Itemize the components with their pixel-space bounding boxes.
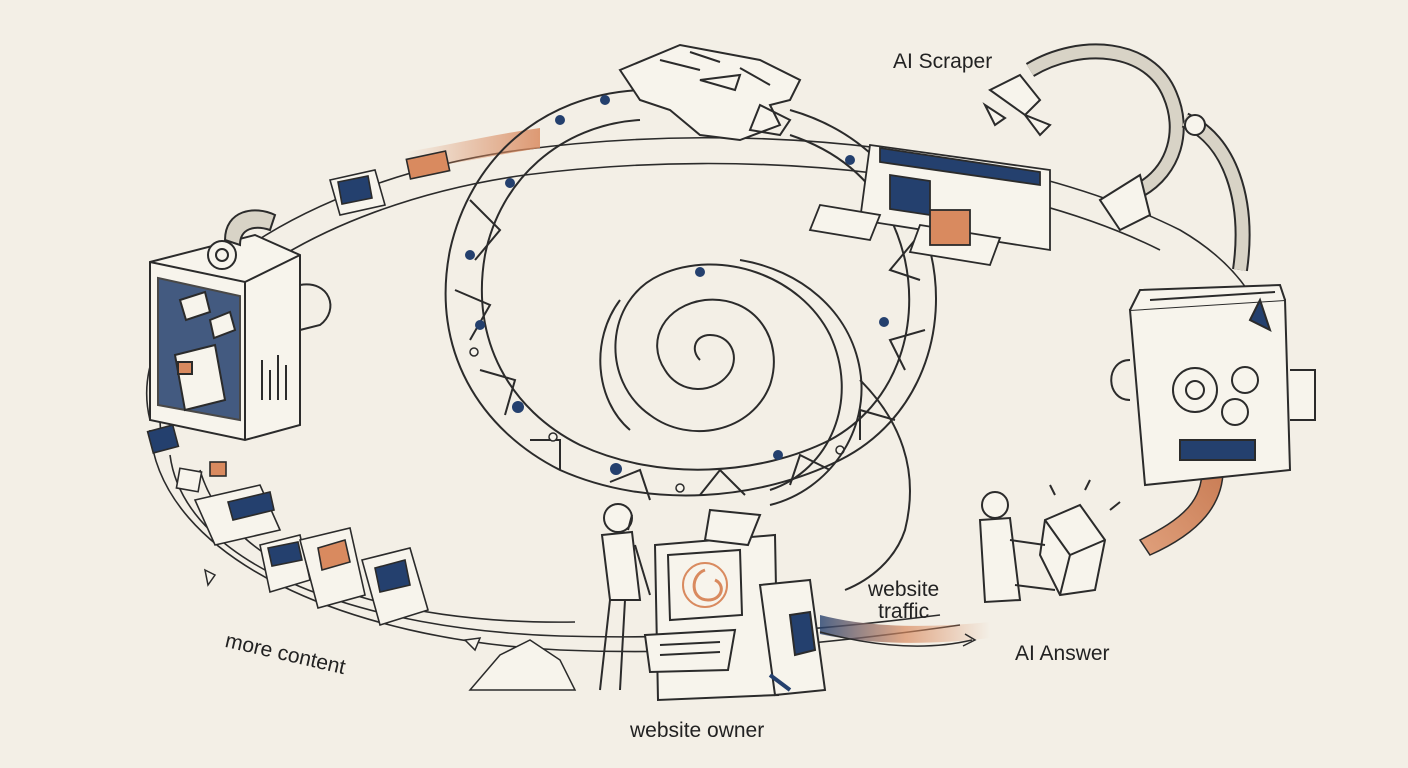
- spiral-icon: [599, 259, 911, 591]
- falling-papers: [146, 150, 451, 627]
- ai-processor-box-icon: [1110, 283, 1316, 487]
- robot-claw-icon: [982, 43, 1251, 272]
- ai-answer-person-icon: [978, 491, 1056, 604]
- arrow-head-icon: [962, 633, 977, 647]
- label-website-owner: website owner: [630, 719, 765, 742]
- website-owner-person-icon: [599, 503, 651, 691]
- traffic-arrow: [819, 631, 973, 647]
- rubble: [203, 568, 577, 691]
- crystal-icon: [1038, 479, 1121, 597]
- label-website-traffic: website traffic: [868, 579, 939, 623]
- label-website-traffic-line2: traffic: [878, 600, 930, 623]
- ouroboros-dragon-icon: [444, 43, 937, 501]
- label-ai-answer: AI Answer: [1015, 642, 1110, 665]
- traffic-flow: [820, 615, 990, 643]
- dragon-nodes: [465, 95, 889, 475]
- website-pages: [808, 143, 1051, 267]
- label-website-traffic-line1: website: [868, 578, 940, 601]
- label-ai-scraper: AI Scraper: [893, 50, 993, 73]
- content-shredder-machine-icon: [149, 209, 332, 442]
- printer-machine-icon: [643, 508, 827, 702]
